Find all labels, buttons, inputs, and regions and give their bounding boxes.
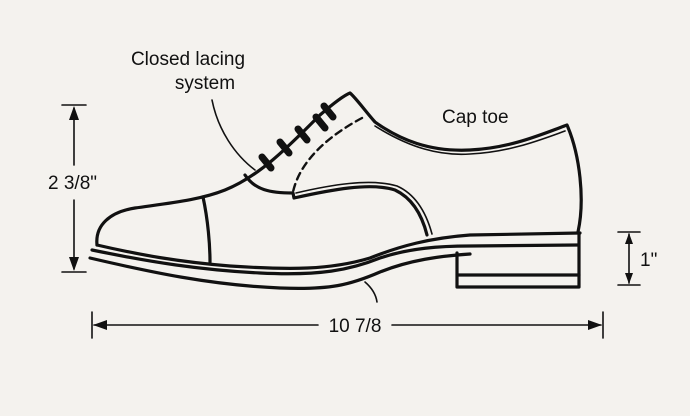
collar-inner-line xyxy=(374,125,566,156)
heel-height-value: 1" xyxy=(640,250,657,271)
length-dimension: 10 7/8 xyxy=(91,311,604,339)
quarter-inner-line xyxy=(295,181,433,235)
upper-outline xyxy=(95,91,583,247)
sole-top xyxy=(95,231,582,270)
sole-leader-line xyxy=(364,281,378,303)
quarter-edge xyxy=(243,173,429,237)
height-value: 2 3/8" xyxy=(48,173,97,194)
heel-block xyxy=(455,231,581,289)
shoe-drawing xyxy=(88,91,583,290)
lace-throat-stitch xyxy=(291,116,364,194)
lacing-label-line1: Closed lacing xyxy=(131,49,245,70)
heel-height-dimension: 1" xyxy=(617,231,657,286)
welt xyxy=(90,243,580,276)
cap-seam xyxy=(201,195,212,264)
cap-toe-label: Cap toe xyxy=(442,107,509,128)
height-dimension: 2 3/8" xyxy=(48,104,97,273)
lacing-label-line2: system xyxy=(175,73,235,94)
sole-bottom xyxy=(88,252,472,290)
lacing-leader-line xyxy=(211,99,256,171)
length-value: 10 7/8 xyxy=(329,316,382,337)
laces xyxy=(258,102,337,172)
